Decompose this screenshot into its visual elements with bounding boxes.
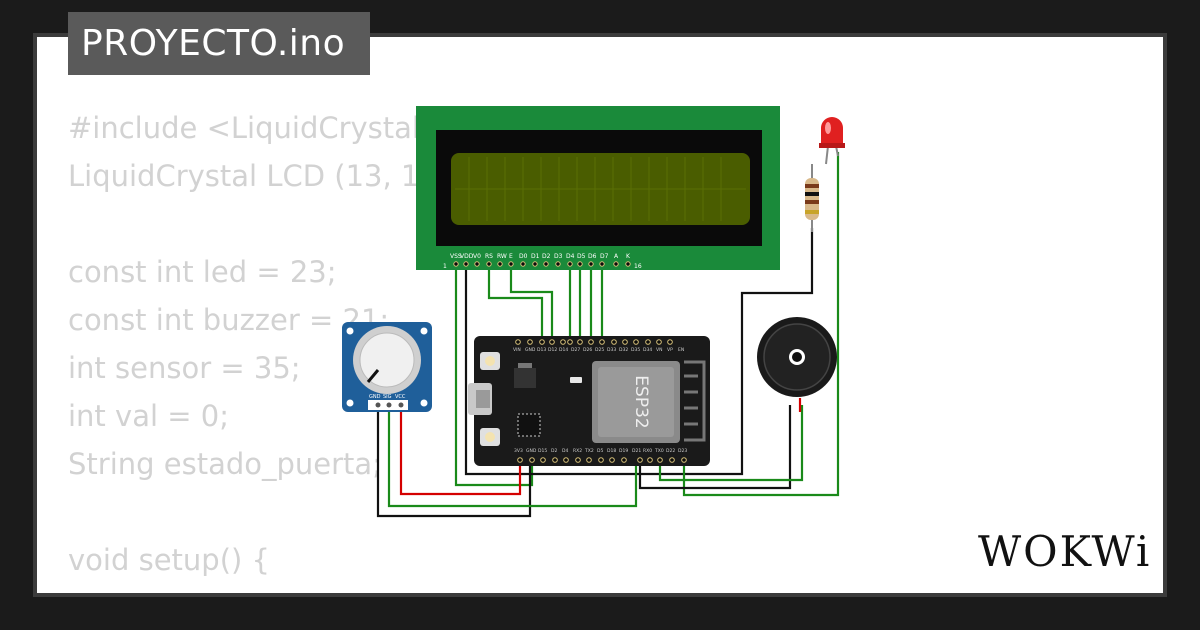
- esp32-pin-label: TX2: [584, 448, 594, 454]
- esp32-pin-label: EN: [678, 347, 684, 353]
- esp32-pin-label: D33: [607, 347, 616, 353]
- esp32-pin-label: D32: [619, 347, 628, 353]
- wire-buzzer-sig: [658, 405, 804, 482]
- lcd-pin-label: D7: [600, 253, 609, 260]
- esp32-pin-label: D14: [559, 347, 568, 353]
- wire-pot-gnd: [376, 406, 532, 518]
- code-line: String estado_puerta;: [68, 447, 382, 481]
- lcd-pin-label: D3: [554, 253, 563, 260]
- lcd-pin-label: A: [614, 253, 619, 260]
- wire-lcd-vdd: [464, 228, 814, 476]
- lcd-pin-last: 16: [634, 263, 642, 270]
- potentiometer[interactable]: GND SIG VCC: [342, 322, 432, 412]
- esp32-pin-label: D22: [666, 448, 675, 454]
- lcd-char-cells: [455, 157, 746, 221]
- wire-pot-vcc: [399, 406, 522, 496]
- lcd-pin-label: D2: [542, 253, 551, 260]
- lcd-display[interactable]: 1 16 VSS VDD V0 RS RW E D0 D1 D2 D3 D4 D…: [416, 106, 780, 270]
- esp32-board[interactable]: ESP32 VIN GND D13 D12 D14 D27 D26 D25 D3…: [468, 336, 710, 466]
- lcd-pin-label: D4: [566, 253, 575, 260]
- esp32-pin-label: D23: [678, 448, 687, 454]
- lcd-pin-first: 1: [443, 263, 447, 270]
- lcd-pin-labels: VSS VDD V0 RS RW E D0 D1 D2 D3 D4 D5 D6 …: [450, 253, 631, 260]
- esp32-pin-label: D5: [597, 448, 603, 454]
- esp32-pin-label: D2: [551, 448, 557, 454]
- lcd-pin-label: VDD: [460, 253, 474, 260]
- esp32-pin-label: RX0: [643, 448, 652, 454]
- esp32-top-pin-labels: VIN GND D13 D12 D14 D27 D26 D25 D33 D32 …: [513, 347, 684, 353]
- esp32-pin-label: VP: [667, 347, 673, 353]
- lcd-pin-label: VSS: [450, 253, 462, 260]
- esp32-pin-label: D19: [619, 448, 628, 454]
- lcd-pin-label: RS: [485, 253, 493, 260]
- lcd-pin-label: K: [626, 253, 631, 260]
- wire-buzzer-gnd: [638, 405, 792, 490]
- code-line: int sensor = 35;: [68, 351, 301, 385]
- esp32-pin-label: D27: [571, 347, 580, 353]
- esp32-pin-label: D18: [607, 448, 616, 454]
- code-line: pinMode(led, OUTPUT);: [68, 584, 968, 594]
- esp32-pin-label: VIN: [513, 347, 521, 353]
- pot-pin-labels: GND SIG VCC: [369, 394, 406, 400]
- wire-led: [682, 152, 840, 497]
- esp32-pin-label: D21: [632, 448, 641, 454]
- esp32-bottom-pin-labels: 3V3 GND D15 D2 D4 RX2 TX2 D5 D18 D19 D21…: [514, 448, 687, 454]
- esp32-pin-label: D13: [537, 347, 546, 353]
- esp32-pin-label: D34: [643, 347, 652, 353]
- esp32-pin-label: TX0: [654, 448, 664, 454]
- pot-pin-label: SIG: [383, 394, 392, 400]
- esp32-pin-label: D4: [562, 448, 568, 454]
- lcd-pin-label: D6: [588, 253, 597, 260]
- lcd-pin-label: D1: [531, 253, 540, 260]
- esp32-pin-label: 3V3: [514, 448, 523, 454]
- code-line: void setup() {: [68, 543, 270, 577]
- lcd-pin-label: RW: [497, 253, 507, 260]
- lcd-pin-holes: [453, 261, 631, 267]
- esp32-top-pins: [515, 339, 673, 345]
- esp32-pin-label: GND: [526, 448, 537, 454]
- code-line: const int led = 23;: [68, 255, 337, 289]
- resistor[interactable]: [805, 164, 819, 232]
- led-red[interactable]: [819, 117, 845, 165]
- lcd-pin-label: D0: [519, 253, 528, 260]
- code-line: int val = 0;: [68, 399, 229, 433]
- esp32-pin-label: GND: [525, 347, 536, 353]
- wokwi-logo[interactable]: WOKWi: [978, 527, 1152, 576]
- potentiometer-knob-indicator: [366, 369, 380, 383]
- esp32-pin-label: D25: [595, 347, 604, 353]
- wire-lcd-rs: [487, 264, 544, 342]
- esp32-pin-label: D35: [631, 347, 640, 353]
- buzzer[interactable]: [757, 317, 837, 397]
- esp32-pin-label: D15: [538, 448, 547, 454]
- project-title[interactable]: PROYECTO.ino: [68, 12, 370, 75]
- esp32-pin-label: D26: [583, 347, 592, 353]
- lcd-pin-label: V0: [473, 253, 481, 260]
- esp32-pin-label: VN: [656, 347, 662, 353]
- esp32-pin-label: RX2: [573, 448, 582, 454]
- wire-lcd-e: [509, 264, 554, 342]
- lcd-pin-label: D5: [577, 253, 586, 260]
- esp32-bottom-pins: [517, 457, 687, 463]
- lcd-pin-label: E: [509, 253, 513, 260]
- esp32-chip-label: ESP32: [631, 375, 651, 428]
- pot-pin-label: GND: [369, 394, 381, 400]
- esp32-pin-label: D12: [548, 347, 557, 353]
- pot-pin-label: VCC: [395, 394, 406, 400]
